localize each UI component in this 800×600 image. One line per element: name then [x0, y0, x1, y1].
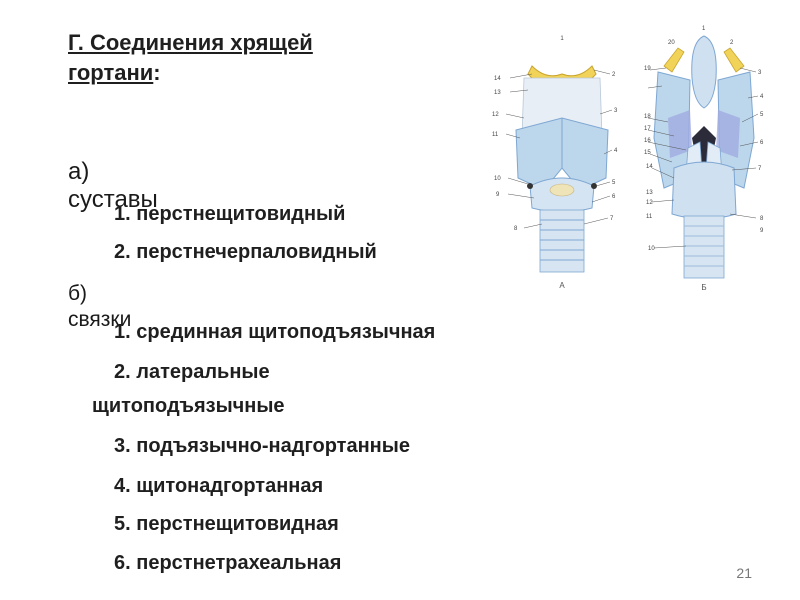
title-line-1: Г. Соединения хрящей: [68, 30, 313, 55]
ligament-item-1: 1. срединная щитоподъязычная: [114, 321, 436, 343]
svg-text:13: 13: [494, 90, 501, 96]
joints-heading: а) суставы: [68, 158, 158, 213]
ligaments-heading: б) связки: [68, 282, 132, 331]
ligament-item-3: 3. подъязычно-надгортанные: [114, 435, 410, 457]
joint-item-1: 1. перстнещитовидный: [114, 203, 346, 225]
leader-lines-a: [505, 69, 613, 229]
epiglottis-b: [691, 35, 717, 109]
svg-text:4: 4: [614, 148, 618, 154]
svg-text:16: 16: [644, 138, 651, 144]
svg-text:8: 8: [514, 226, 518, 232]
hyoid-horn-left-b: [663, 47, 685, 73]
svg-text:13: 13: [646, 190, 653, 196]
labels-a: 1 14 13 12 11 10 9 8 2 3 4 5 6 7: [492, 36, 618, 232]
leader-lines-b: [647, 67, 759, 249]
svg-text:4: 4: [760, 94, 764, 100]
svg-text:11: 11: [646, 214, 653, 220]
joint-item-2: 2. перстнечерпаловидный: [114, 241, 377, 263]
svg-text:19: 19: [644, 66, 651, 72]
svg-text:1: 1: [702, 26, 706, 32]
cricothyroid-ligament-a: [549, 183, 575, 197]
ligament-item-4: 4. щитонадгортанная: [114, 475, 324, 497]
svg-text:8: 8: [760, 216, 764, 222]
svg-text:7: 7: [758, 166, 762, 172]
svg-text:2: 2: [612, 72, 616, 78]
larynx-illustration: А 1 14 13 12 11 10 9 8 2 3 4 5 6 7: [492, 26, 764, 292]
svg-text:9: 9: [496, 192, 500, 198]
trachea-b: [683, 215, 725, 279]
title-colon: :: [153, 60, 161, 85]
page-number: 21: [736, 565, 752, 581]
svg-text:6: 6: [612, 194, 616, 200]
svg-text:3: 3: [758, 70, 762, 76]
svg-text:6: 6: [760, 140, 764, 146]
svg-text:3: 3: [614, 108, 618, 114]
svg-text:14: 14: [494, 76, 501, 82]
panel-b: Б 20 19 18 17 16 15 14 13 12 11 10 1 2 3…: [644, 26, 764, 292]
ligament-item-5: 5. перстнещитовидная: [114, 513, 339, 535]
svg-text:12: 12: [646, 200, 653, 206]
svg-text:17: 17: [644, 126, 651, 132]
hyoid-horn-right-b: [723, 47, 745, 73]
svg-text:7: 7: [610, 216, 614, 222]
svg-text:9: 9: [760, 228, 764, 234]
trachea-a: [539, 209, 585, 273]
svg-text:5: 5: [760, 112, 764, 118]
svg-text:10: 10: [648, 246, 655, 252]
panel-a-label: А: [559, 281, 565, 290]
svg-text:12: 12: [492, 112, 499, 118]
ligament-left-b: [668, 110, 692, 158]
labels-b: 20 19 18 17 16 15 14 13 12 11 10 1 2 3 4…: [644, 26, 764, 252]
svg-text:20: 20: [668, 40, 675, 46]
cricoid-lamina-b: [671, 161, 737, 220]
panel-a: А 1 14 13 12 11 10 9 8 2 3 4 5 6 7: [492, 36, 618, 290]
svg-text:5: 5: [612, 180, 616, 186]
svg-text:15: 15: [644, 150, 651, 156]
title-line-2: гортани: [68, 60, 154, 85]
panel-b-label: Б: [701, 283, 706, 292]
ligament-item-2-cont: щитоподъязычные: [92, 395, 285, 417]
svg-text:11: 11: [492, 132, 499, 138]
svg-text:1: 1: [560, 36, 564, 42]
cricothyroid-joint-left-a: [527, 183, 533, 189]
ligament-item-2: 2. латеральные: [114, 361, 270, 383]
ligament-item-6: 6. перстнетрахеальная: [114, 552, 342, 574]
ligament-right-b: [716, 110, 740, 158]
svg-text:18: 18: [644, 114, 651, 120]
svg-text:14: 14: [646, 164, 653, 170]
cricothyroid-joint-right-a: [591, 183, 597, 189]
slide-title: Г. Соединения хрящей гортани:: [68, 28, 428, 88]
svg-text:10: 10: [494, 176, 501, 182]
svg-text:2: 2: [730, 40, 734, 46]
